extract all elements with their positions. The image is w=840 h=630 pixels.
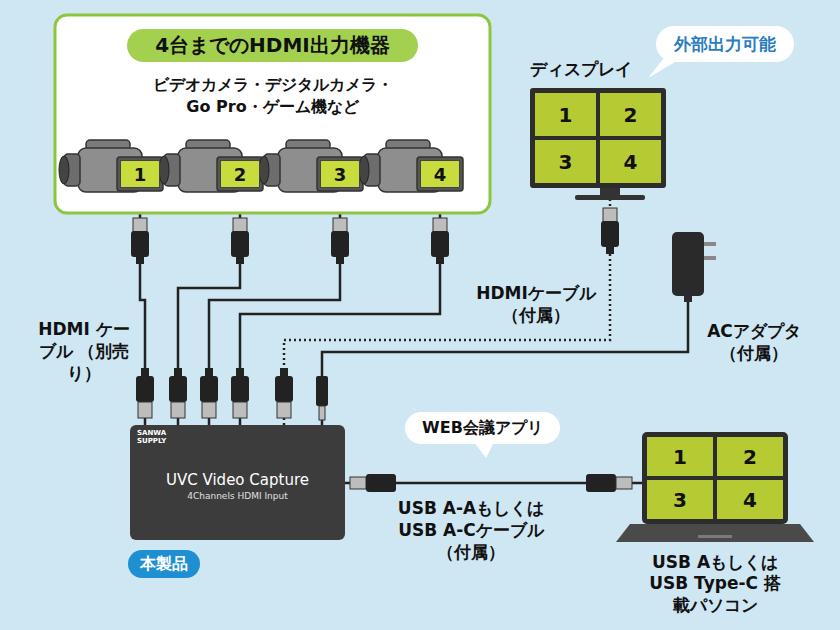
display-stand	[575, 195, 645, 200]
camera-screen: 1	[120, 160, 160, 188]
screen-quadrant-text: 2	[624, 103, 638, 127]
display-screen: ディスプレイ1234	[530, 88, 666, 188]
camera-symbol	[259, 140, 363, 192]
product-badge-text: 本製品	[140, 554, 188, 575]
callout-pointer	[474, 442, 494, 458]
cable	[209, 188, 340, 425]
capture-device-text: UVC Video Capture	[166, 471, 309, 489]
edge-label: USB A-Aもしくは USB A-Cケーブル （付属）	[386, 497, 556, 563]
screen-quadrant: 2	[717, 437, 783, 476]
screen-quadrant: 2	[600, 93, 661, 136]
laptop-screen: USB Aもしくは USB Type-C 搭載パソコン1234	[642, 432, 788, 524]
display-screen-text: ディスプレイ	[530, 58, 632, 81]
hdmi-plug	[231, 218, 249, 264]
screen-quadrant-text: 1	[559, 103, 573, 127]
hdmi-plug	[136, 368, 154, 418]
source-group-text: 4台までのHDMI出力機器	[127, 29, 418, 62]
cable	[240, 188, 440, 425]
dc-plug	[316, 376, 328, 420]
hdmi-plug	[200, 368, 218, 418]
screen-quadrant: 3	[647, 480, 713, 519]
hdmi-plug	[131, 218, 149, 264]
source-group-text: ビデオカメラ・デジタルカメラ・ Go Pro・ゲーム機など	[144, 74, 402, 119]
laptop-base	[616, 524, 814, 542]
callout-bubble: WEB会議アプリ	[405, 412, 560, 444]
product-badge: 本製品	[128, 550, 200, 578]
screen-quadrant-text: 1	[673, 445, 687, 469]
screen-quadrant: 1	[535, 93, 596, 136]
camera-screen-text: 4	[434, 164, 447, 185]
camera-symbol	[359, 140, 463, 192]
screen-quadrant-text: 3	[673, 488, 687, 512]
hdmi-plug	[169, 368, 187, 418]
edge-label: HDMIケーブル （付属）	[470, 282, 602, 326]
callout-bubble-text: 外部出力可能	[674, 33, 776, 56]
hdmi-plug	[431, 218, 449, 264]
screen-quadrant: 4	[600, 140, 661, 183]
camera-screen: 3	[320, 160, 360, 188]
source-group: 4台までのHDMI出力機器ビデオカメラ・デジタルカメラ・ Go Pro・ゲーム機…	[55, 15, 490, 213]
screen-quadrant: 3	[535, 140, 596, 183]
callout-bubble-text: WEB会議アプリ	[422, 418, 543, 439]
screen-quadrant: 4	[717, 480, 783, 519]
display-stand	[600, 188, 620, 196]
camera-screen-text: 2	[234, 164, 247, 185]
camera-screen: 2	[220, 160, 260, 188]
edge-label: HDMI ケーブル （別売り）	[32, 318, 136, 384]
ac-adapter-text: ACアダプタ （付属）	[698, 320, 810, 364]
screen-quadrant-text: 3	[559, 150, 573, 174]
logo-text: SANWA SUPPLY	[137, 430, 177, 445]
laptop-screen-text: USB Aもしくは USB Type-C 搭載パソコン	[646, 552, 784, 616]
ac-adapter: ACアダプタ （付属）	[672, 232, 704, 296]
screen-quadrant-text: 4	[624, 150, 638, 174]
source-panel	[55, 15, 490, 213]
camera-screen-text: 3	[334, 164, 347, 185]
cable	[284, 188, 610, 425]
capture-device-text: 4Channels HDMI Input	[187, 491, 288, 501]
camera-screen-text: 1	[134, 164, 147, 185]
screen-quadrant-text: 2	[743, 445, 757, 469]
hdmi-plug	[231, 368, 249, 418]
hdmi-plug	[331, 218, 349, 264]
laptop-base	[698, 535, 732, 538]
callout-bubble: 外部出力可能	[656, 26, 794, 62]
usb-plug	[350, 474, 396, 492]
ac-adapter	[672, 232, 716, 302]
hdmi-plug	[601, 208, 619, 254]
usb-plug	[586, 474, 632, 492]
screen-quadrant-text: 4	[743, 488, 757, 512]
screen-quadrant: 1	[647, 437, 713, 476]
camera-symbol	[159, 140, 263, 192]
hdmi-plug	[275, 368, 293, 418]
camera-symbol	[59, 140, 163, 192]
camera-screen: 4	[420, 160, 460, 188]
